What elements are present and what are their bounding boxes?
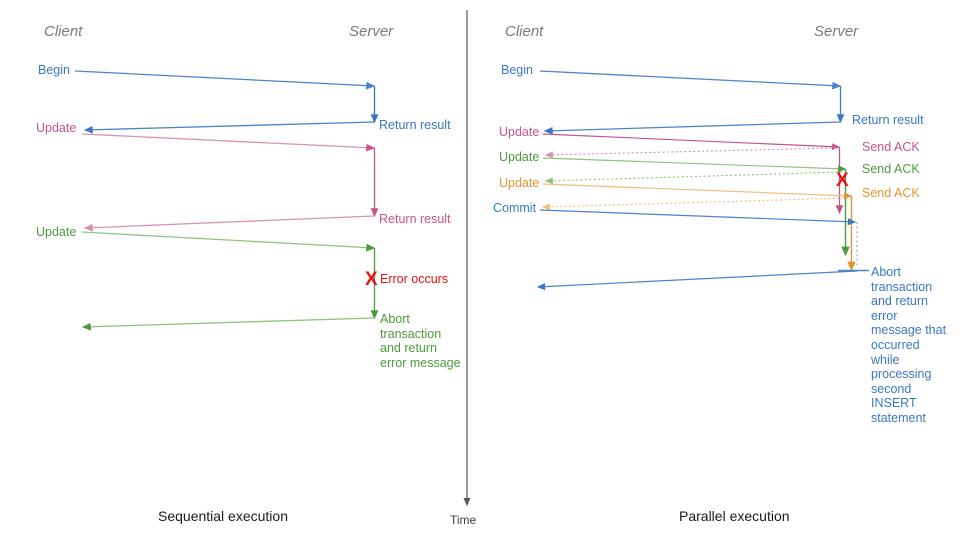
right-abort-note: Abort transaction and return error messa… [871, 265, 947, 425]
arrow-return-result-1 [83, 121, 375, 134]
error-x-icon-right: X [836, 170, 849, 191]
error-x-icon-left: X [365, 269, 378, 290]
right-label-begin: Begin [501, 63, 533, 77]
left-label-begin: Begin [38, 63, 70, 77]
left-label-error-occurs: Error occurs [380, 272, 449, 286]
arrow-begin-request [74, 70, 376, 90]
arrow-update-1-request [81, 133, 376, 152]
right-label-update-orange: Update [499, 176, 540, 190]
right-header-server: Server [814, 23, 859, 40]
left-header-client: Client [44, 23, 83, 40]
arrow-return-result-2 [83, 215, 375, 232]
left-label-update-2: Update [36, 225, 77, 239]
time-axis-label: Time [450, 513, 477, 527]
left-header-server: Server [349, 23, 394, 40]
right-header-client: Client [505, 23, 544, 40]
left-panel-flows [74, 70, 379, 331]
right-panel-flows [536, 70, 869, 291]
arrow-ack-orange [541, 197, 849, 211]
arrow-abort-return [81, 317, 375, 331]
arrow-begin-request-p [539, 70, 842, 90]
left-label-return-result-2: Return result [379, 212, 451, 226]
right-label-ack-pink: Send ACK [862, 140, 920, 154]
arrow-return-result-p [543, 121, 841, 135]
arrow-update-2-request [81, 231, 376, 252]
arrow-abort-return-p [536, 270, 858, 291]
right-label-update-pink: Update [499, 125, 540, 139]
right-label-return-result: Return result [852, 113, 924, 127]
right-label-ack-green: Send ACK [862, 162, 920, 176]
left-label-return-result-1: Return result [379, 118, 451, 132]
arrow-ack-pink [544, 147, 837, 159]
right-label-update-green: Update [499, 150, 540, 164]
left-label-update-1: Update [36, 121, 77, 135]
right-panel-caption: Parallel execution [679, 508, 790, 524]
right-label-commit: Commit [493, 201, 537, 215]
left-panel-caption: Sequential execution [158, 508, 288, 524]
arrow-update-green-request [542, 157, 847, 173]
left-abort-note: Abort transaction and return error messa… [380, 312, 461, 370]
arrow-commit-request [539, 209, 857, 226]
right-label-ack-orange: Send ACK [862, 186, 920, 200]
arrow-ack-green [544, 171, 843, 185]
arrow-update-pink-request [542, 133, 841, 151]
arrow-update-orange-request [542, 183, 853, 200]
